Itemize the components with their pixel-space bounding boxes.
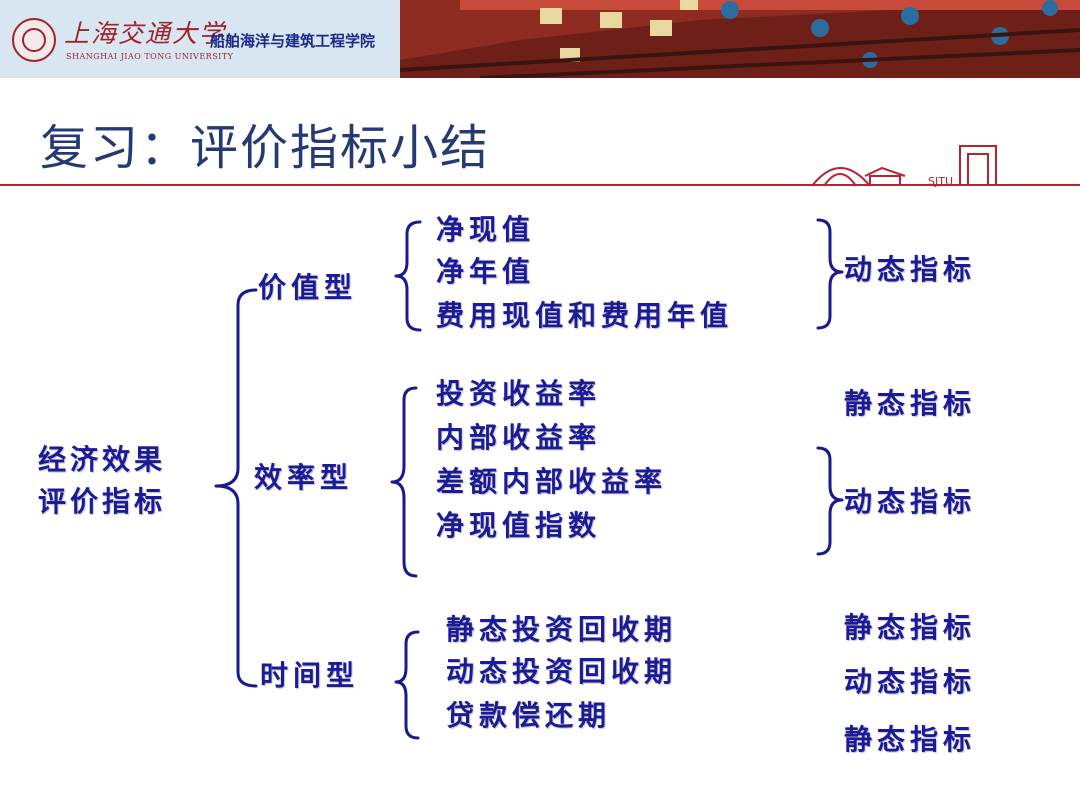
indicator-item: 净现值 [436,213,536,246]
root-label-line2: 评价指标 [38,485,167,518]
root-bracket [214,288,258,688]
category-time-type: 时间型 [260,659,360,692]
category-value-type: 价值型 [258,271,358,304]
indicator-item: 费用现值和费用年值 [436,299,734,332]
tag-static: 静态指标 [844,387,977,420]
indicator-item: 贷款偿还期 [446,699,612,732]
tag-dynamic: 动态指标 [844,665,977,698]
university-seal-icon [12,18,56,62]
slide-title: 复习：评价指标小结 [40,120,491,176]
university-name-en: SHANGHAI JIAO TONG UNIVERSITY [66,52,234,61]
banner-light-area [0,0,420,78]
indicator-item: 静态投资回收期 [446,613,678,646]
efficiency-type-bracket [390,386,418,578]
tag-dynamic: 动态指标 [844,485,977,518]
indicator-item: 净年值 [436,255,536,288]
tag-static: 静态指标 [844,723,977,756]
indicator-item: 投资收益率 [436,377,602,410]
university-name-cn: 上海交通大学 [64,19,227,48]
value-type-bracket [394,220,422,332]
tag-static: 静态指标 [844,611,977,644]
indicator-item: 差额内部收益率 [436,465,668,498]
root-label-line1: 经济效果 [38,443,167,476]
temple-roof-photo [400,0,1080,78]
school-name: 船舶海洋与建筑工程学院 [210,32,376,50]
title-divider [0,184,1080,186]
header-banner: 上海交通大学 SHANGHAI JIAO TONG UNIVERSITY 船舶海… [0,0,1080,78]
tag-dynamic: 动态指标 [844,253,977,286]
svg-text:SJTU: SJTU [928,175,953,188]
indicator-item: 内部收益率 [436,421,602,454]
category-efficiency-type: 效率型 [254,461,354,494]
bridge-gate-logo-icon: SJTU [811,145,997,188]
efficiency-dynamic-brace [816,446,844,556]
value-dynamic-brace [816,218,844,330]
indicator-item: 动态投资回收期 [446,655,678,688]
indicator-item: 净现值指数 [436,509,602,542]
time-type-bracket [394,630,420,740]
